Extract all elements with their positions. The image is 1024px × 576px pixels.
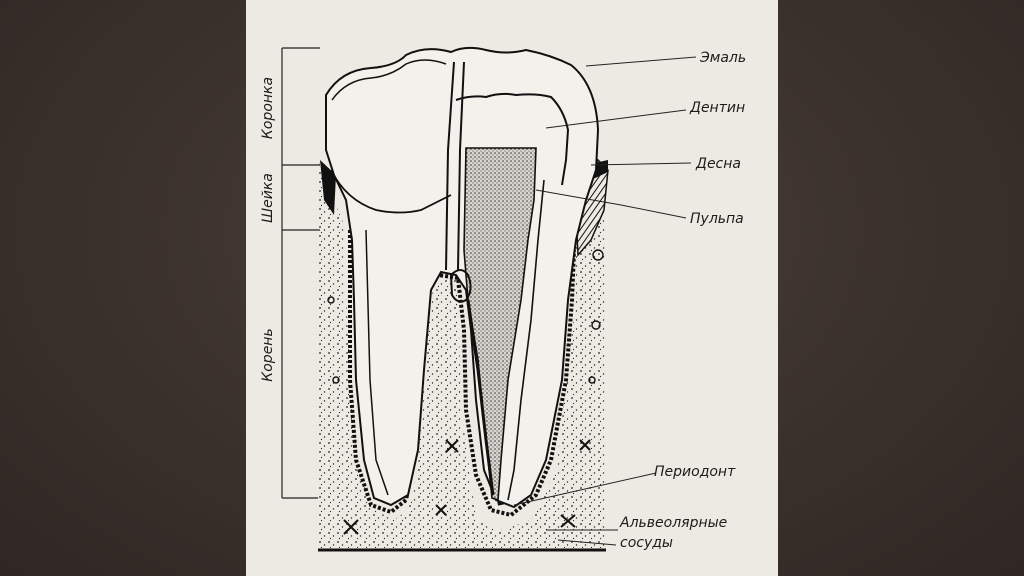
label-dentin: Дентин (689, 100, 745, 116)
label-alveolar-vessels-line1: Альвеолярные (619, 515, 727, 531)
section-label-root: Корень (260, 328, 276, 381)
slide-panel: Коронка Шейка Корень Эмаль Дентин Десна … (246, 0, 778, 576)
alveolar-bone (318, 160, 606, 548)
label-enamel: Эмаль (699, 50, 746, 66)
section-bracket (281, 47, 320, 499)
tooth-anatomy-diagram: Коронка Шейка Корень Эмаль Дентин Десна … (260, 46, 746, 552)
label-periodontium: Периодонт (654, 464, 736, 480)
section-label-crown: Коронка (260, 77, 276, 139)
leader-lines (513, 56, 697, 546)
section-label-neck: Шейка (260, 173, 276, 223)
tooth-section (330, 59, 570, 502)
label-pulp: Пульпа (690, 211, 744, 227)
label-gum: Десна (695, 156, 741, 172)
label-alveolar-vessels-line2: сосуды (620, 535, 673, 551)
